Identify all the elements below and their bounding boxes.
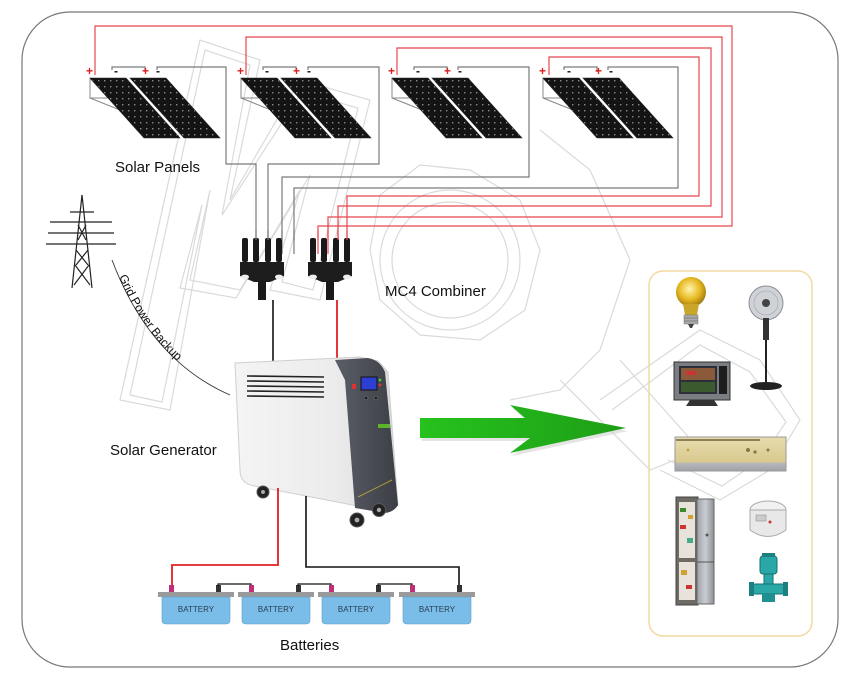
panel-group: +-+- xyxy=(86,64,221,139)
grid-backup-line xyxy=(111,259,231,396)
battery-label: BATTERY xyxy=(419,605,456,614)
standing-fan-icon xyxy=(748,285,784,390)
brand-logo xyxy=(378,424,390,428)
battery: BATTERY xyxy=(238,585,314,625)
solar-generator-label: Solar Generator xyxy=(110,442,217,459)
negative-terminal: - xyxy=(609,64,613,78)
rice-cooker-icon xyxy=(749,500,787,537)
lcd-screen xyxy=(360,376,378,391)
mc4-combiner-label: MC4 Combiner xyxy=(385,283,486,300)
battery-negative-cable xyxy=(305,496,460,587)
positive-terminal: + xyxy=(142,64,149,78)
positive-terminal: + xyxy=(86,64,93,78)
negative-post xyxy=(376,585,381,592)
negative-wiring xyxy=(111,66,679,254)
series-link xyxy=(377,583,413,586)
vent-grille xyxy=(246,375,325,398)
negative-terminal: - xyxy=(307,64,311,78)
appliance-box xyxy=(648,270,813,637)
positive-post xyxy=(329,585,334,592)
power-flow-arrow xyxy=(420,405,628,456)
positive-post xyxy=(410,585,415,592)
negative-post xyxy=(296,585,301,592)
solar-panel-icon xyxy=(240,77,332,139)
solar-panel-icon xyxy=(129,77,221,139)
positive-post xyxy=(169,585,174,592)
panel-group: +-+- xyxy=(388,64,523,139)
battery-label: BATTERY xyxy=(258,605,295,614)
positive-terminal: + xyxy=(539,64,546,78)
positive-terminal: + xyxy=(388,64,395,78)
batteries-label: Batteries xyxy=(280,637,339,654)
battery-label: BATTERY xyxy=(338,605,375,614)
battery: BATTERY xyxy=(318,585,394,625)
solar-panel-icon xyxy=(89,77,181,139)
solar-panel-icon xyxy=(391,77,483,139)
transmission-tower-icon xyxy=(46,194,116,289)
solar-panel-icon xyxy=(431,77,523,139)
water-pump-icon xyxy=(749,553,788,602)
solar-panels: +-+-+-+-+-+-+-+- xyxy=(86,64,674,139)
mc4-combiner-negative xyxy=(240,238,284,300)
positive-post xyxy=(249,585,254,592)
battery-label: BATTERY xyxy=(178,605,215,614)
air-conditioner-icon xyxy=(674,436,787,472)
positive-terminal: + xyxy=(293,64,300,78)
caster-wheels xyxy=(256,485,386,528)
panel-group: +-+- xyxy=(539,64,674,139)
negative-terminal: - xyxy=(458,64,462,78)
negative-terminal: - xyxy=(265,64,269,78)
solar-panels-label: Solar Panels xyxy=(115,159,200,176)
panel-group: +-+- xyxy=(237,64,372,139)
battery-bank: BATTERY BATTERY BATTERY BATTERY xyxy=(158,583,475,625)
negative-terminal: - xyxy=(114,64,118,78)
negative-post xyxy=(216,585,221,592)
series-link xyxy=(217,583,252,586)
mc4-combiner-positive xyxy=(308,238,352,300)
solar-panel-icon xyxy=(280,77,372,139)
battery: BATTERY xyxy=(158,585,234,625)
power-switch xyxy=(352,384,356,389)
solar-panel-icon xyxy=(542,77,634,139)
positive-wiring xyxy=(94,25,733,254)
positive-terminal: + xyxy=(237,64,244,78)
positive-terminal: + xyxy=(444,64,451,78)
negative-terminal: - xyxy=(567,64,571,78)
negative-terminal: - xyxy=(416,64,420,78)
solar-generator xyxy=(234,356,399,528)
light-bulb-icon xyxy=(676,277,706,328)
negative-post xyxy=(457,585,462,592)
outer-frame xyxy=(21,11,839,668)
television-icon xyxy=(673,361,731,406)
refrigerator-icon xyxy=(675,496,715,606)
grid-power-backup-label: Grid Power Backup xyxy=(116,272,185,363)
solar-panel-icon xyxy=(582,77,674,139)
series-link xyxy=(297,583,332,586)
battery: BATTERY xyxy=(399,585,475,625)
battery-positive-cable xyxy=(171,488,279,587)
negative-terminal: - xyxy=(156,64,160,78)
positive-terminal: + xyxy=(595,64,602,78)
